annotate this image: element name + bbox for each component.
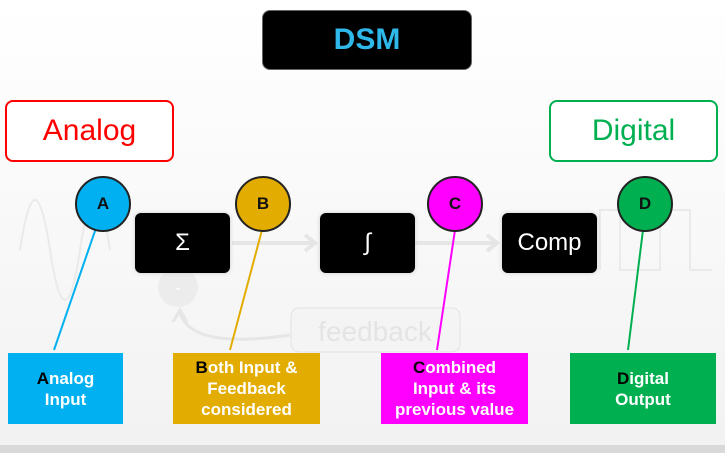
title-box: DSM bbox=[262, 10, 472, 70]
faded-arrow-1 bbox=[232, 233, 319, 253]
label-text: previous value bbox=[394, 400, 515, 419]
point-a-marker: A bbox=[75, 176, 131, 232]
label-initial: D bbox=[617, 368, 630, 388]
faded-minus-circle bbox=[158, 267, 198, 307]
integrator-block: ∫ bbox=[320, 213, 415, 273]
faded-feedback-label: feedback bbox=[318, 316, 433, 347]
connector-c bbox=[436, 229, 456, 351]
sum-block: Σ bbox=[135, 213, 230, 273]
point-b-marker: B bbox=[235, 176, 291, 232]
label-text: Input & its bbox=[412, 379, 497, 398]
faded-arrow-2 bbox=[415, 233, 501, 253]
connector-d bbox=[627, 229, 644, 351]
connector-a bbox=[53, 227, 97, 351]
label-initial: A bbox=[36, 368, 49, 388]
faded-feedback-arrow bbox=[171, 307, 291, 341]
label-both-input-feedback: Both Input & Feedback considered bbox=[173, 353, 320, 424]
label-text: Input bbox=[44, 389, 87, 409]
label-text: ombined bbox=[425, 358, 497, 377]
point-c-marker: C bbox=[427, 176, 483, 232]
faded-minus: - bbox=[175, 280, 180, 297]
faded-square-wave bbox=[599, 209, 712, 271]
label-initial: B bbox=[195, 358, 208, 377]
point-d-marker: D bbox=[617, 176, 673, 232]
analog-header: Analog bbox=[5, 100, 174, 162]
label-text: Feedback bbox=[207, 379, 286, 398]
connector-b bbox=[229, 229, 263, 351]
label-text: considered bbox=[201, 400, 292, 419]
label-text: oth Input & bbox=[207, 358, 298, 377]
digital-header: Digital bbox=[549, 100, 718, 162]
label-initial: C bbox=[412, 358, 426, 377]
label-text: igital bbox=[629, 368, 669, 388]
label-text: nalog bbox=[48, 368, 95, 388]
label-text: Output bbox=[615, 389, 671, 409]
faded-feedback-box bbox=[290, 307, 461, 353]
comparator-block: Comp bbox=[502, 213, 597, 273]
